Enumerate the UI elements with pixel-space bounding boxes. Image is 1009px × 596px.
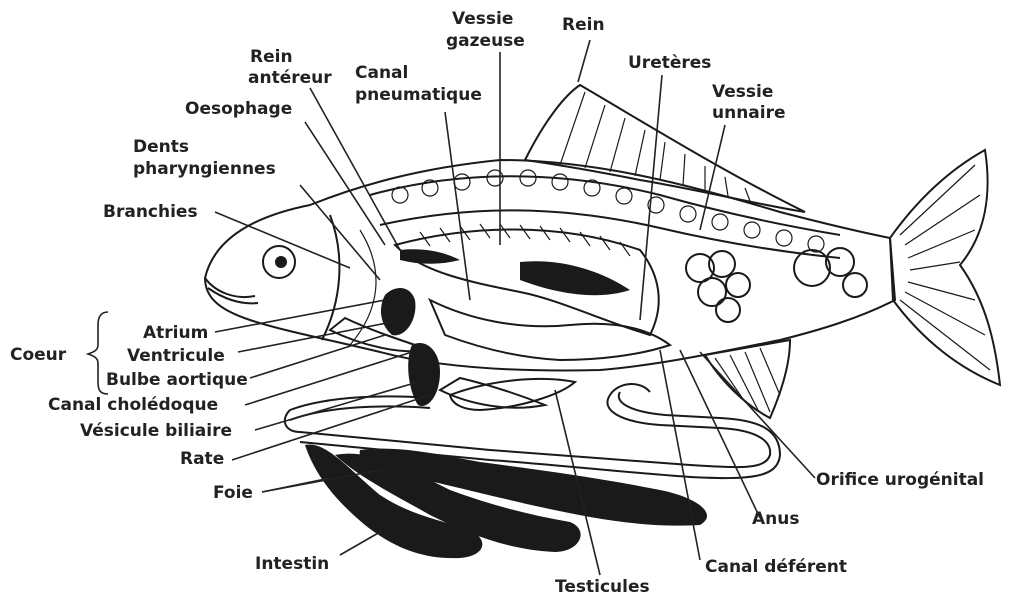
label-dents-1: Dents xyxy=(133,137,189,157)
label-ureteres: Uretères xyxy=(628,53,711,73)
operculum-line xyxy=(322,215,339,340)
eye-pupil xyxy=(275,256,287,268)
heart-organ xyxy=(381,288,415,335)
leader-ventricule xyxy=(238,322,392,352)
label-intestin: Intestin xyxy=(255,554,329,574)
label-branchies: Branchies xyxy=(103,202,198,222)
leader-canal-pneumatique xyxy=(445,112,470,300)
label-vessie-urinaire-1: Vessie xyxy=(712,82,773,102)
leader-bulbe xyxy=(250,335,385,378)
label-ventricule: Ventricule xyxy=(127,346,225,366)
caudal-fin xyxy=(890,150,1000,385)
leader-rein xyxy=(578,40,590,82)
leader-rein-anterieur xyxy=(310,88,400,250)
posterior-gonad xyxy=(686,248,867,322)
label-canal-deferent: Canal déférent xyxy=(705,557,847,577)
label-rate: Rate xyxy=(180,449,224,469)
label-canal-pneumatique-2: pneumatique xyxy=(355,85,482,105)
label-vesicule: Vésicule biliaire xyxy=(80,421,232,441)
label-dents-2: pharyngiennes xyxy=(133,159,276,179)
leader-intestin xyxy=(340,532,380,555)
label-vessie-urinaire-2: unnaire xyxy=(712,103,786,123)
label-canal-choledoque: Canal cholédoque xyxy=(48,395,218,415)
caudal-fin-rays xyxy=(900,165,990,370)
label-atrium: Atrium xyxy=(143,323,208,343)
label-foie: Foie xyxy=(213,483,253,503)
coeur-brace xyxy=(88,312,108,394)
leader-canal-deferent xyxy=(660,350,700,560)
swim-bladder-dark xyxy=(400,249,630,295)
label-anus: Anus xyxy=(752,509,799,529)
label-testicules: Testicules xyxy=(555,577,650,596)
label-orifice: Orifice urogénital xyxy=(816,470,984,490)
label-rein: Rein xyxy=(562,15,605,35)
label-oesophage: Oesophage xyxy=(185,99,292,119)
label-bulbe: Bulbe aortique xyxy=(106,370,248,390)
leader-orifice xyxy=(700,352,815,478)
label-rein-anterieur-1: Rein xyxy=(250,47,293,67)
label-vessie-gazeuse-1: Vessie xyxy=(452,9,513,29)
label-canal-pneumatique-1: Canal xyxy=(355,63,408,83)
label-vessie-gazeuse-2: gazeuse xyxy=(446,31,525,51)
label-coeur: Coeur xyxy=(10,345,67,365)
label-rein-anterieur-2: antéreur xyxy=(248,68,332,88)
